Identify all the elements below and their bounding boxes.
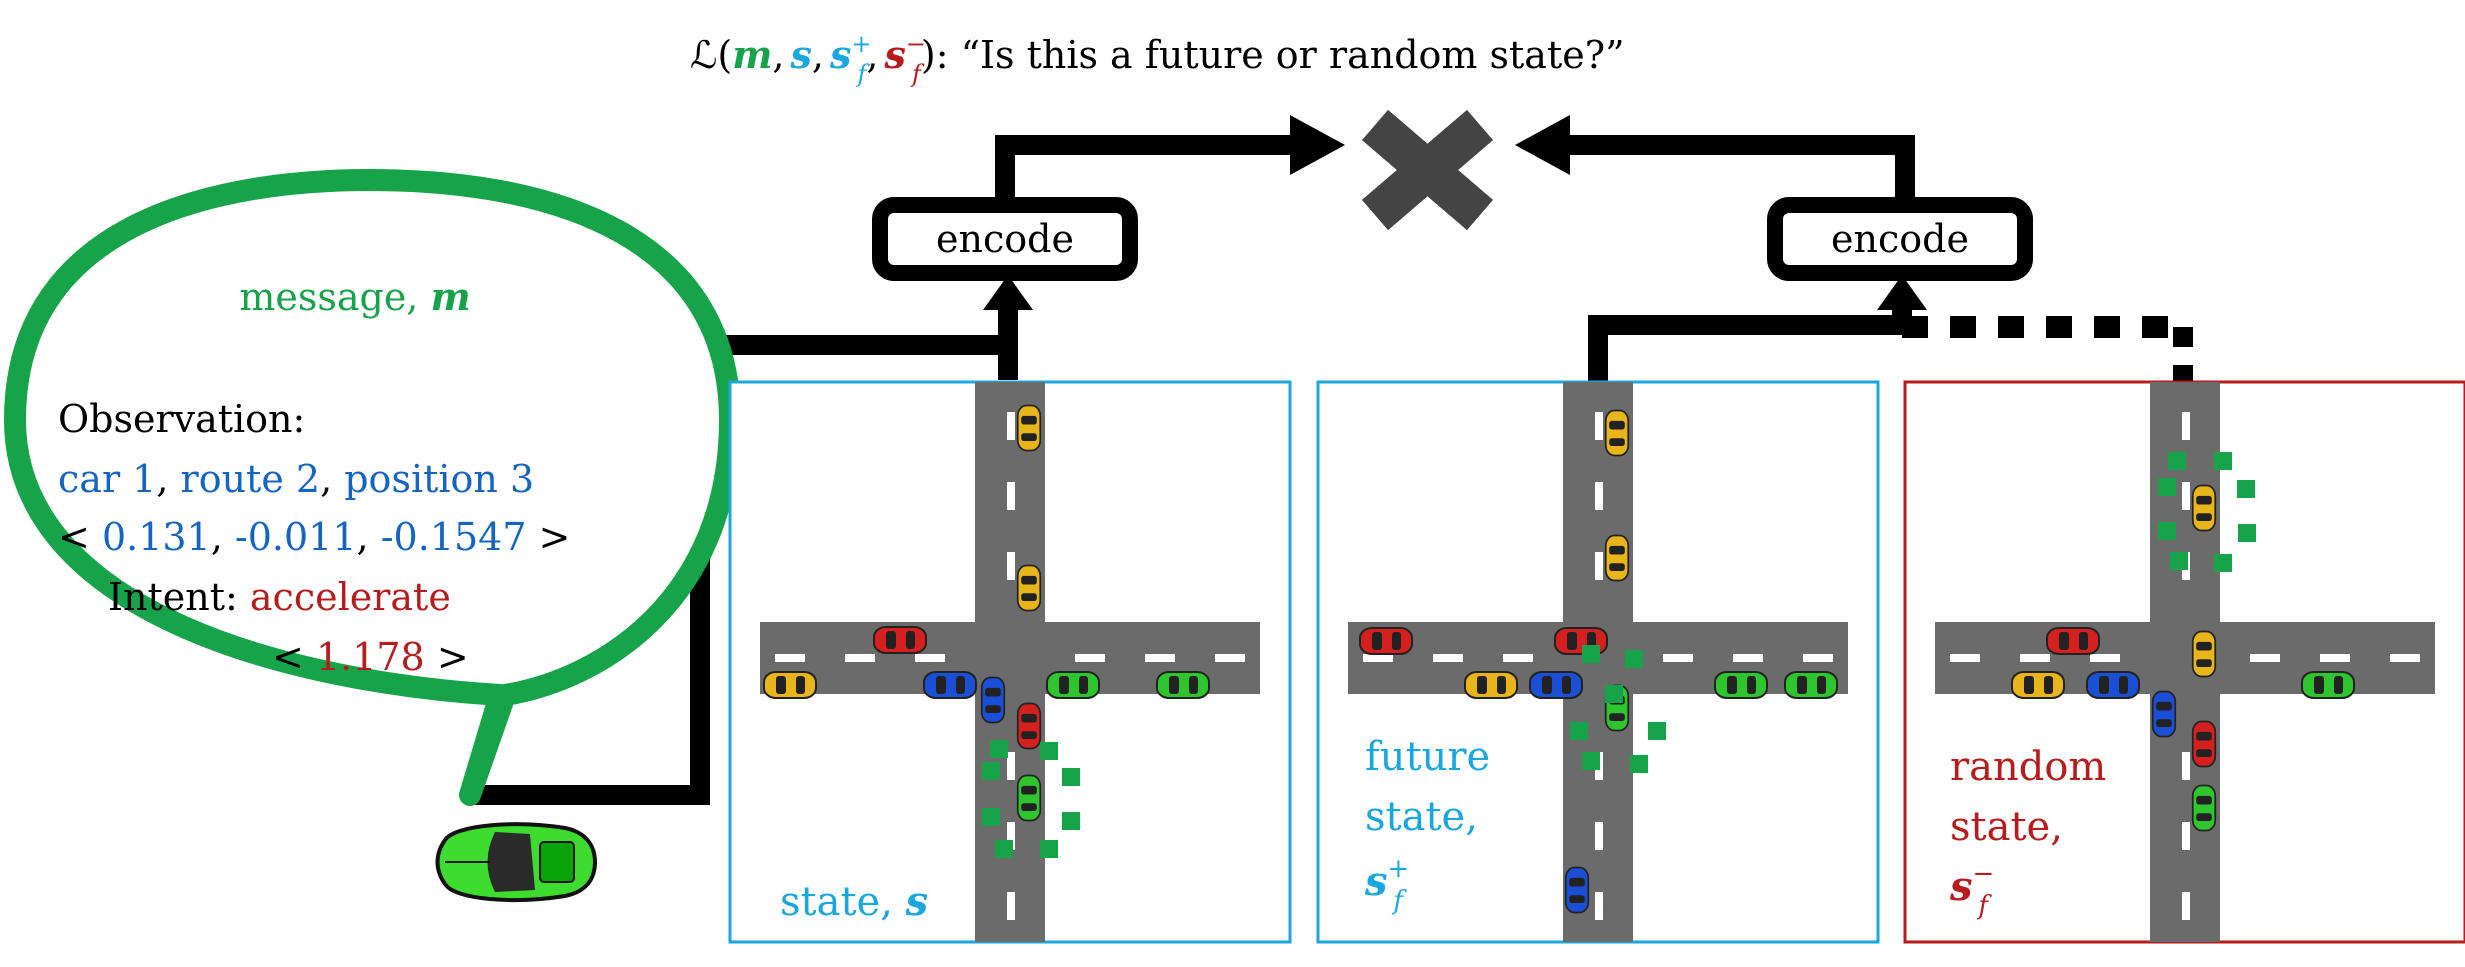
car-blue bbox=[2086, 671, 2140, 699]
obs-v2: -0.011 bbox=[235, 515, 357, 559]
loss-close: ): bbox=[921, 33, 949, 77]
obs-v3: -0.1547 bbox=[381, 515, 527, 559]
arrow-right-to-x bbox=[1515, 115, 1915, 200]
intent-line: Intent: accelerate bbox=[108, 575, 451, 619]
obs-v1: 0.131 bbox=[102, 515, 211, 559]
loss-sep-1: , bbox=[772, 33, 784, 77]
message-bubble bbox=[4, 169, 741, 806]
car-red bbox=[1359, 627, 1413, 655]
car-red bbox=[2046, 627, 2100, 655]
observation-markers bbox=[1570, 645, 1666, 773]
loss-sep-2: , bbox=[812, 33, 824, 77]
loss-formula: ℒ(m,s,s+f,s−f):“Is this a future or rand… bbox=[690, 30, 1625, 88]
encode-box-left: encode bbox=[872, 197, 1138, 281]
panel-future-s: s bbox=[1364, 858, 1388, 905]
car-blue bbox=[1564, 866, 1590, 914]
car-green bbox=[2301, 671, 2355, 699]
obs-vec-open: < bbox=[58, 515, 90, 559]
loss-symbol: ℒ( bbox=[690, 33, 732, 77]
observation-label: Observation: bbox=[58, 397, 305, 441]
loss-arg-s-neg-sup: − bbox=[906, 30, 926, 58]
loss-arg-s-pos-sup: + bbox=[851, 30, 871, 58]
panel-future-var: s+f bbox=[1364, 854, 1409, 916]
panel-random-sup: − bbox=[1973, 859, 1995, 889]
panel-future-line1: future bbox=[1365, 734, 1490, 780]
loss-arg-s-neg: s bbox=[884, 32, 906, 77]
car-green bbox=[1784, 671, 1838, 699]
car-green bbox=[1714, 671, 1768, 699]
encode-box-right: encode bbox=[1767, 197, 2033, 281]
car-green bbox=[1156, 671, 1210, 699]
car-yellow bbox=[1016, 564, 1042, 612]
loss-arg-s-pos: s bbox=[829, 32, 851, 77]
car-green bbox=[1046, 671, 1100, 699]
panel-state-text: state, bbox=[780, 879, 906, 925]
encode-label-right: encode bbox=[1831, 217, 1969, 261]
loss-arg-s: s bbox=[790, 32, 812, 77]
observation-vector: < 0.131, -0.011, -0.1547 > bbox=[58, 515, 570, 559]
obs-vec-close: > bbox=[539, 515, 571, 559]
observation-markers bbox=[982, 740, 1080, 858]
sender-car-icon bbox=[435, 822, 598, 902]
panel-state-label: state, s bbox=[780, 878, 928, 925]
car-blue bbox=[1529, 671, 1583, 699]
intent-num: 1.178 bbox=[316, 635, 425, 679]
panel-future-sup: + bbox=[1388, 854, 1410, 884]
panel-state-var: s bbox=[905, 878, 929, 925]
x-mark-icon bbox=[1361, 109, 1494, 231]
car-yellow bbox=[763, 671, 817, 699]
car-green bbox=[1016, 774, 1042, 822]
observation-entities: car 1, route 2, position 3 bbox=[58, 457, 534, 501]
car-red bbox=[2191, 720, 2217, 768]
loss-sep-3: , bbox=[866, 33, 878, 77]
arrow-left-to-x bbox=[995, 115, 1345, 200]
car-yellow bbox=[1604, 534, 1630, 582]
car-yellow bbox=[2191, 484, 2217, 532]
panel-future-line2: state, bbox=[1365, 794, 1478, 840]
panel-random-state: random state, s−f bbox=[1903, 380, 2465, 944]
intent-open: < bbox=[272, 635, 304, 679]
encode-label-left: encode bbox=[936, 217, 1074, 261]
car-yellow bbox=[1016, 404, 1042, 452]
panel-random-line2: state, bbox=[1950, 804, 2063, 850]
obs-position: position 3 bbox=[344, 457, 534, 501]
intent-vector: < 1.178 > bbox=[272, 635, 469, 679]
intent-label: Intent: bbox=[108, 575, 250, 619]
car-blue bbox=[923, 671, 977, 699]
panel-random-line1: random bbox=[1950, 744, 2106, 790]
obs-car: car 1 bbox=[58, 457, 156, 501]
car-yellow bbox=[2011, 671, 2065, 699]
car-blue bbox=[2151, 690, 2177, 738]
panel-random-s: s bbox=[1949, 863, 1973, 910]
obs-route: route 2 bbox=[181, 457, 321, 501]
car-yellow bbox=[2191, 630, 2217, 678]
message-title-var: m bbox=[430, 274, 470, 319]
car-red bbox=[1016, 702, 1042, 750]
panel-future-state: future state, s+f bbox=[1316, 380, 1880, 944]
intent-close: > bbox=[437, 635, 469, 679]
car-yellow bbox=[1464, 671, 1518, 699]
intent-value: accelerate bbox=[250, 575, 451, 619]
message-title-text: message, bbox=[239, 275, 430, 319]
loss-arg-m: m bbox=[732, 32, 772, 77]
panel-state: state, s bbox=[728, 380, 1292, 944]
car-yellow bbox=[1604, 409, 1630, 457]
loss-question: “Is this a future or random state?” bbox=[961, 33, 1625, 77]
car-red bbox=[873, 626, 927, 654]
car-blue bbox=[980, 676, 1006, 724]
car-green bbox=[2191, 784, 2217, 832]
message-title: message, m bbox=[239, 274, 470, 319]
observation-markers bbox=[2158, 452, 2256, 572]
arrow-into-encode-right bbox=[1588, 275, 2193, 382]
